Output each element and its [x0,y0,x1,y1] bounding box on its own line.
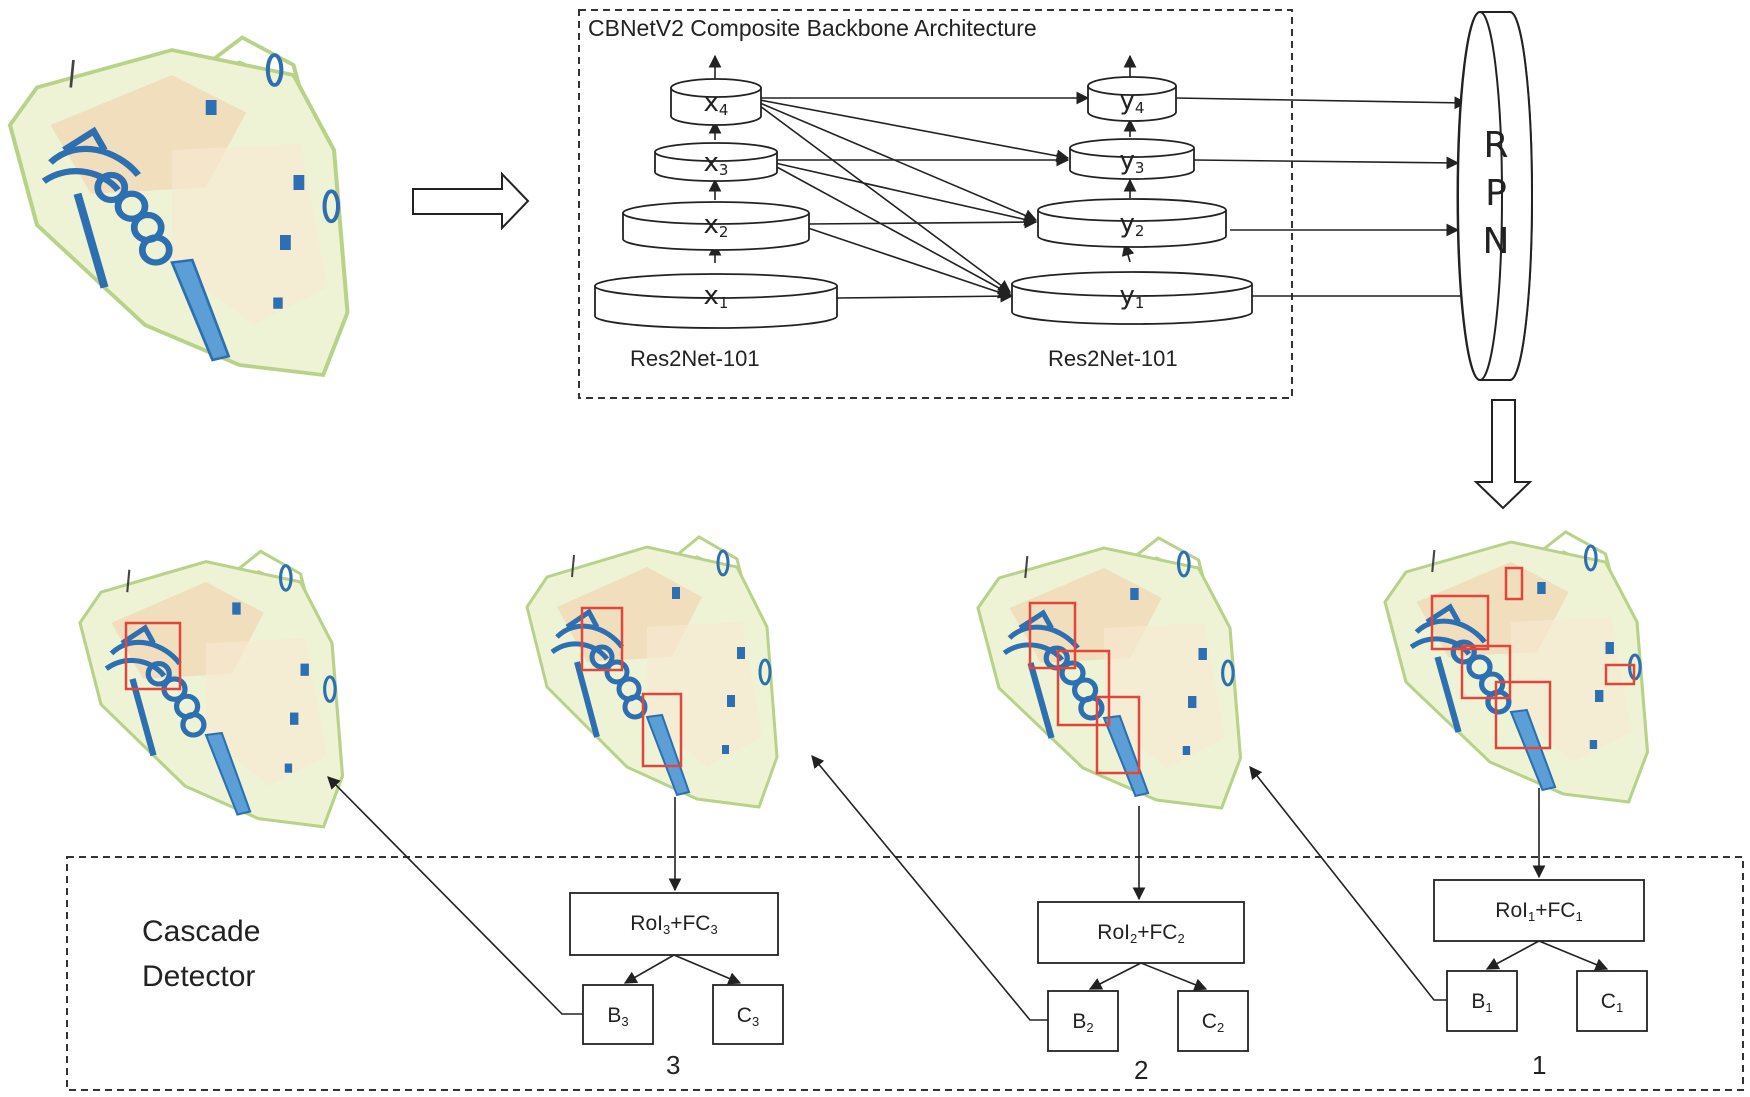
right-backbone-nodes [1011,76,1253,325]
node-x1: x1 [703,281,729,312]
node-y3: y3 [1119,146,1145,177]
cascade-label-line1: Cascade [142,915,261,948]
stage-1-box-regressor: B1 [1471,990,1493,1015]
stage-2-box-regressor: B2 [1072,1010,1094,1035]
hollow-arrow-down [1473,399,1533,510]
stage-2-roi-fc: RoI2+FC2 [1097,921,1185,946]
stage-3-roi-fc: RoI3+FC3 [630,912,718,937]
stage-1-classifier: C1 [1600,990,1624,1015]
rpn-letter-p: P [1485,173,1507,214]
backbone-connections [708,54,1480,303]
node-x3: x3 [703,148,729,179]
backbone-title: CBNetV2 Composite Backbone Architecture [588,15,1037,41]
cascade-boxes [569,879,1648,1052]
right-backbone-label: Res2Net-101 [1048,346,1178,371]
node-x4: x4 [703,88,729,119]
stage-2-number: 2 [1134,1055,1149,1085]
hollow-arrow-to-backbone [412,171,530,231]
rpn-proposals-image [1385,532,1648,802]
left-backbone-nodes [594,78,838,329]
stage-1-roi-fc: RoI1+FC1 [1495,899,1583,924]
node-y4: y4 [1119,86,1145,117]
rpn-letter-r: R [1483,125,1509,166]
stage-2-classifier: C2 [1201,1010,1225,1035]
stage-3-image [80,551,343,826]
left-backbone-label: Res2Net-101 [630,346,760,371]
rpn-cylinder [1456,10,1533,382]
cascade-label-line2: Detector [142,960,256,993]
stage-3-box-regressor: B3 [607,1004,629,1029]
node-x2: x2 [703,210,729,241]
cascade-box [66,856,1744,1091]
stage-3-number: 3 [666,1050,681,1080]
backbone-box [578,9,1293,399]
rpn-letter-n: N [1482,221,1510,262]
node-y1: y1 [1119,281,1145,312]
stage-2-input-image [527,537,777,807]
cascade-arrows [327,755,1609,1021]
stage-1-number: 1 [1532,1050,1547,1080]
stage-1-input-image [978,538,1241,808]
node-y2: y2 [1119,209,1145,240]
stage-3-classifier: C3 [736,1004,760,1029]
